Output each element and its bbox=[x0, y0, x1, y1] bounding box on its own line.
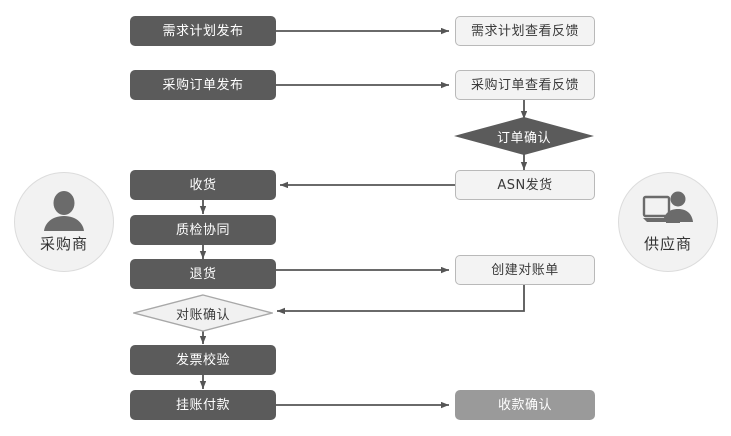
node-order-confirm[interactable]: 订单确认 bbox=[454, 117, 594, 155]
node-label: 订单确认 bbox=[496, 130, 551, 146]
actor-buyer[interactable]: 采购商 bbox=[14, 172, 114, 272]
node-statement-confirm[interactable]: 对账确认 bbox=[133, 294, 273, 332]
node-label: 对账确认 bbox=[175, 307, 230, 323]
node-receive-goods[interactable]: 收货 bbox=[130, 170, 276, 200]
node-receipt-confirm[interactable]: 收款确认 bbox=[455, 390, 595, 420]
node-po-publish[interactable]: 采购订单发布 bbox=[130, 70, 276, 100]
node-return-goods[interactable]: 退货 bbox=[130, 259, 276, 289]
node-label: 收货 bbox=[189, 177, 217, 193]
node-label: 需求计划查看反馈 bbox=[470, 23, 579, 39]
actor-supplier-label: 供应商 bbox=[643, 234, 692, 253]
diamond-shape bbox=[133, 294, 273, 332]
actor-supplier[interactable]: 供应商 bbox=[618, 172, 718, 272]
node-payable-payment[interactable]: 挂账付款 bbox=[130, 390, 276, 420]
diamond-shape bbox=[454, 117, 594, 155]
node-label: 需求计划发布 bbox=[162, 23, 244, 39]
person-icon bbox=[41, 190, 87, 231]
node-demand-plan-feedback[interactable]: 需求计划查看反馈 bbox=[455, 16, 595, 46]
node-label: 质检协同 bbox=[175, 222, 230, 238]
person-at-computer-icon bbox=[642, 191, 694, 231]
node-demand-plan-publish[interactable]: 需求计划发布 bbox=[130, 16, 276, 46]
node-create-statement[interactable]: 创建对账单 bbox=[455, 255, 595, 285]
node-label: 采购订单发布 bbox=[162, 77, 244, 93]
node-quality-collab[interactable]: 质检协同 bbox=[130, 215, 276, 245]
node-label: 收款确认 bbox=[497, 397, 552, 413]
actor-buyer-label: 采购商 bbox=[39, 234, 88, 253]
node-label: 创建对账单 bbox=[491, 262, 559, 278]
node-asn-ship[interactable]: ASN发货 bbox=[455, 170, 595, 200]
node-label: 挂账付款 bbox=[175, 397, 230, 413]
node-label: 发票校验 bbox=[175, 352, 230, 368]
node-label: ASN发货 bbox=[497, 177, 553, 193]
node-label: 退货 bbox=[189, 266, 217, 282]
node-invoice-verify[interactable]: 发票校验 bbox=[130, 345, 276, 375]
node-label: 采购订单查看反馈 bbox=[470, 77, 579, 93]
edge-create-statement-to-statement-confirm bbox=[277, 285, 525, 315]
node-po-feedback[interactable]: 采购订单查看反馈 bbox=[455, 70, 595, 100]
